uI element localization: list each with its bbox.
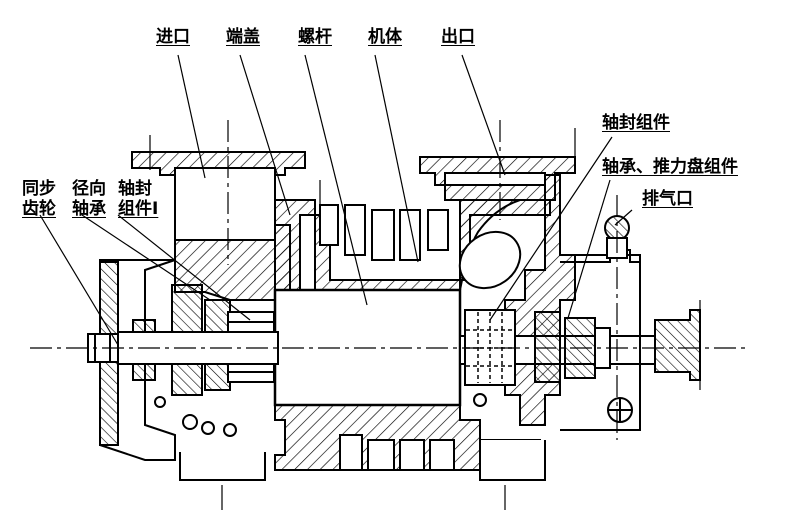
label-seal1-line2: 组件I	[118, 199, 159, 219]
label-bearing-thrust-assembly: 轴承、推力盘组件	[602, 157, 738, 177]
oil-holes-left	[154, 396, 237, 437]
inlet-pipe	[174, 167, 276, 241]
outlet-oval-port	[458, 230, 522, 290]
body-fins-bottom	[339, 434, 455, 471]
right-end-cover	[560, 254, 641, 431]
leader-lines	[39, 54, 633, 346]
label-body: 机体	[368, 27, 402, 47]
outlet-volute	[444, 184, 546, 291]
label-sync-line1: 同步	[22, 179, 56, 199]
thrust-disc	[534, 311, 561, 383]
label-screw: 螺杆	[298, 27, 332, 47]
center-lines	[30, 120, 750, 440]
label-sync-line2: 齿轮	[22, 199, 56, 219]
body-fins-top	[319, 204, 449, 261]
right-foot	[479, 440, 546, 481]
extension-lines	[149, 128, 701, 510]
right-coupling	[654, 309, 701, 381]
label-end-cover: 端盖	[226, 27, 260, 47]
label-radial-line2: 轴承	[72, 199, 106, 219]
label-exhaust-port: 排气口	[642, 189, 693, 209]
label-shaft-seal-assembly: 轴封组件	[602, 113, 670, 133]
label-seal1-line1: 轴封	[118, 179, 152, 199]
label-outlet: 出口	[441, 27, 475, 47]
label-inlet: 进口	[156, 27, 190, 47]
outlet-flange	[419, 156, 576, 201]
label-radial-line1: 径向	[72, 179, 106, 199]
left-foot	[179, 452, 266, 481]
